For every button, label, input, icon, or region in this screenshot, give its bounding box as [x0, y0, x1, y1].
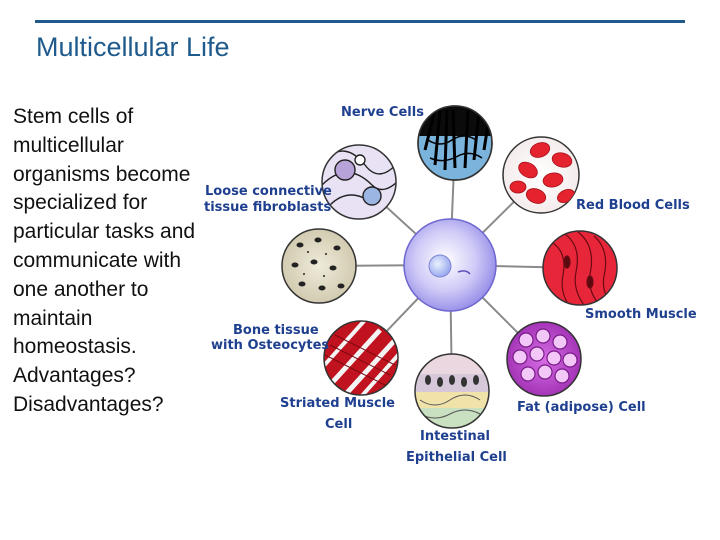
advantages-line: Advantages?: [13, 364, 136, 388]
intestinal-epithelial-image: [414, 353, 490, 429]
label-nerve-cells: Nerve Cells: [341, 105, 424, 120]
label-loose-connective-2: tissue fibroblasts: [204, 200, 332, 215]
label-striated-muscle-1: Striated Muscle: [280, 396, 395, 411]
label-striated-muscle-2: Cell: [325, 417, 352, 432]
red-blood-cell-image: [502, 136, 580, 214]
disadvantages-line: Disadvantages?: [13, 392, 164, 416]
label-intestinal-1: Intestinal: [420, 429, 490, 444]
label-bone-tissue-2: with Osteocytes: [211, 338, 329, 353]
label-smooth-muscle: Smooth Muscle: [585, 307, 697, 322]
striated-muscle-image: [323, 320, 399, 396]
slide-title: Multicellular Life: [36, 32, 230, 62]
stem-cell: [403, 218, 497, 312]
body-paragraph: Stem cells of multicellular organisms be…: [13, 105, 196, 359]
label-bone-tissue-1: Bone tissue: [233, 323, 319, 338]
fat-cell-image: [506, 321, 582, 397]
label-intestinal-2: Epithelial Cell: [406, 450, 507, 465]
loose-connective-tissue-image: [321, 144, 397, 220]
title-rule: [35, 20, 685, 23]
label-red-blood-cells: Red Blood Cells: [576, 198, 690, 213]
bone-tissue-image: [281, 228, 357, 304]
nerve-cell-image: [417, 105, 493, 181]
label-loose-connective-1: Loose connective: [205, 184, 332, 199]
label-fat-cell: Fat (adipose) Cell: [517, 400, 646, 415]
smooth-muscle-image: [542, 230, 618, 306]
body-text: Stem cells of multicellular organisms be…: [13, 103, 203, 420]
